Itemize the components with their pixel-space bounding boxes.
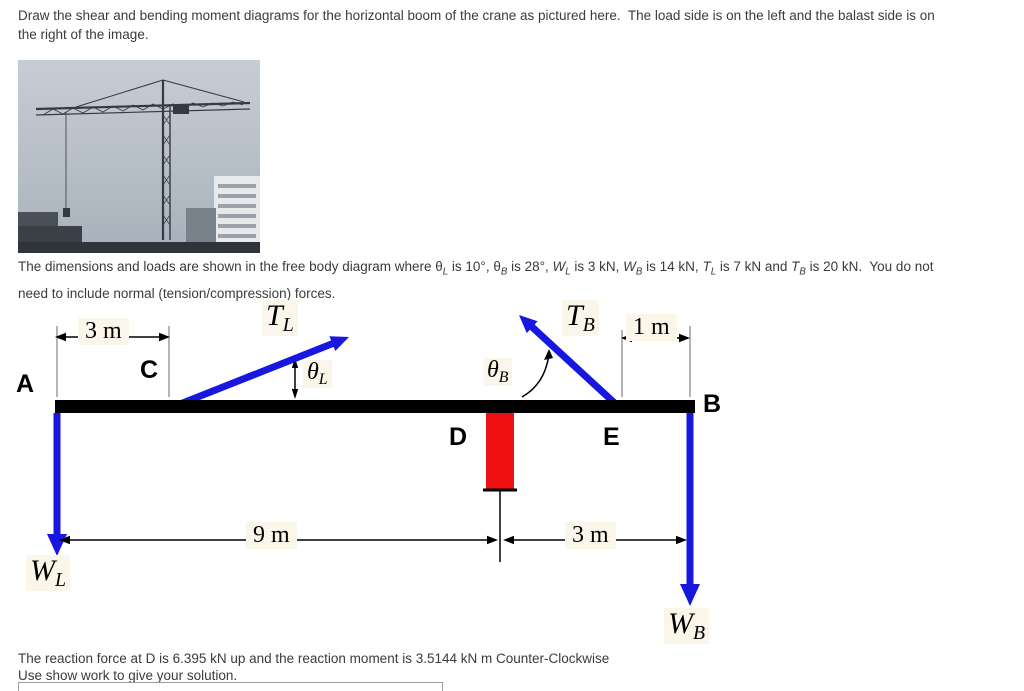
fbd-description: The dimensions and loads are shown in th… xyxy=(18,259,938,301)
theta-l-label: θL xyxy=(303,359,332,389)
problem-statement: Draw the shear and bending moment diagra… xyxy=(18,8,939,42)
crane-photo-drawing xyxy=(18,60,260,253)
point-label-e: E xyxy=(603,423,620,451)
crane-photo xyxy=(18,60,260,253)
tension-ballast-label: TB xyxy=(562,300,599,336)
dim-label-1m: 1 m xyxy=(626,314,677,342)
load-ballast-arrow xyxy=(680,413,700,606)
dim-label-3m-top: 3 m xyxy=(78,318,129,346)
tension-left-arrow xyxy=(168,336,349,412)
theta-l-indicator xyxy=(291,358,299,399)
point-label-d: D xyxy=(449,423,468,451)
tension-ballast-arrow xyxy=(519,315,623,411)
tower-crane-silhouette xyxy=(35,79,251,240)
answer-input[interactable] xyxy=(18,682,443,691)
theta-b-indicator xyxy=(521,349,553,398)
tension-left-label: TL xyxy=(262,300,298,336)
boom-beam xyxy=(55,400,695,413)
free-body-diagram: A C B D E 3 m 1 m 9 m 3 m TL TB θL θB WL… xyxy=(0,300,740,650)
dim-label-9m: 9 m xyxy=(246,522,297,550)
extension-lines xyxy=(56,326,691,397)
point-label-c: C xyxy=(140,356,159,384)
support-d xyxy=(483,413,517,562)
buildings xyxy=(18,176,260,253)
dim-label-3m-bottom: 3 m xyxy=(565,522,616,550)
point-label-b: B xyxy=(703,390,722,418)
load-left-label: WL xyxy=(26,555,71,591)
load-ballast-label: WB xyxy=(664,608,710,644)
show-work-instruction: Use show work to give your solution. xyxy=(18,668,238,683)
theta-b-label: θB xyxy=(483,357,513,387)
load-left-arrow xyxy=(47,413,67,556)
fbd-drawing xyxy=(47,315,700,606)
reaction-result-text: The reaction force at D is 6.395 kN up a… xyxy=(18,651,610,666)
point-label-a: A xyxy=(16,370,35,398)
